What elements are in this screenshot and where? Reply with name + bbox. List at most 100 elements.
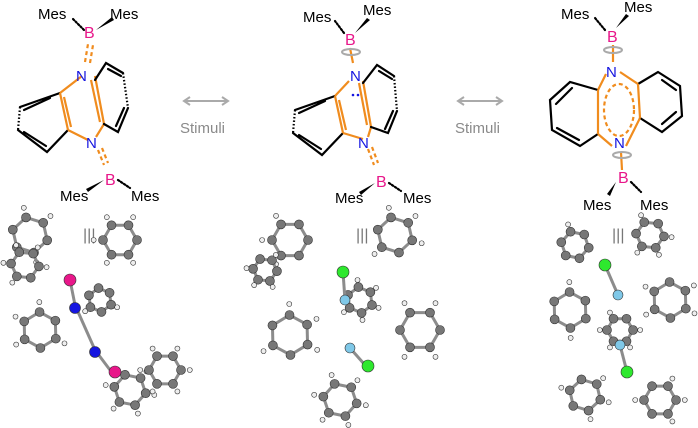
hydrogen-atom: [634, 249, 641, 256]
carbon-atom: [351, 398, 362, 409]
hydrogen-atom: [401, 354, 408, 360]
carbon-atom: [285, 350, 296, 360]
carbon-atom: [680, 303, 691, 314]
carbon-atom: [663, 409, 673, 419]
hydrogen-atom: [567, 335, 574, 341]
carbon-atom: [106, 220, 117, 231]
carbon-atom: [579, 229, 590, 240]
carbon-atom: [356, 308, 367, 318]
nitrogen-label: N: [614, 135, 625, 152]
rotation-icon: [603, 46, 623, 54]
carbon-atom: [93, 283, 104, 293]
hydrogen-atom: [565, 221, 571, 228]
hydrogen-atom: [259, 237, 265, 243]
hydrogen-atom: [359, 317, 366, 323]
carbon-atom: [403, 217, 414, 228]
hydrogen-atom: [386, 204, 392, 211]
carbon-atom: [84, 290, 94, 301]
nitrogen-atom: [614, 339, 626, 351]
carbon-atom: [21, 212, 31, 223]
carbon-atom: [663, 381, 673, 391]
carbon-atom: [268, 340, 278, 351]
carbon-atom: [639, 217, 650, 228]
hydrogen-atom: [668, 234, 675, 240]
hydrogen-atom: [273, 213, 279, 219]
boron-label: B: [607, 29, 618, 46]
carbon-atom: [267, 320, 278, 331]
mes-label: Mes: [335, 190, 363, 207]
carbon-atom: [135, 373, 146, 383]
carbon-atom: [12, 271, 22, 282]
carbon-atom: [580, 295, 591, 306]
carbon-atom: [353, 282, 364, 292]
carbon-atom: [152, 351, 162, 361]
carbon-atom: [405, 307, 415, 318]
hydrogen-atom: [681, 397, 688, 403]
carbon-atom: [671, 395, 681, 405]
carbon-atom: [580, 313, 591, 324]
carbon-atom: [576, 374, 587, 385]
carbon-atom: [34, 261, 44, 272]
mes-label: Mes: [110, 6, 138, 23]
carbon-atom: [565, 323, 576, 333]
carbon-atom: [25, 272, 36, 283]
structure-3: Mes Mes B N N B Mes Mes: [548, 0, 684, 214]
hydrogen-atom: [669, 375, 676, 382]
hydrogen-atom: [90, 237, 97, 243]
hydrogen-atom: [114, 304, 120, 311]
mes-label: Mes: [131, 188, 159, 205]
carbon-atom: [272, 266, 282, 276]
carbon-atom: [267, 235, 277, 245]
hydrogen-atom: [600, 375, 606, 381]
hydrogen-atom: [286, 301, 293, 307]
mes-label: Mes: [363, 2, 391, 19]
carbon-atom: [123, 220, 134, 231]
carbon-atom: [28, 248, 38, 259]
hydrogen-atom: [102, 382, 109, 388]
hydrogen-atom: [432, 300, 439, 306]
carbon-atom: [367, 300, 377, 310]
hydrogen-atom: [269, 284, 276, 290]
hydrogen-atom: [637, 327, 643, 333]
nitrogen-label: N: [358, 135, 369, 152]
boron-atom: [108, 365, 122, 379]
hydrogen-atom: [174, 345, 181, 352]
hydrogen-atom: [632, 397, 639, 403]
carbon-atom: [34, 307, 45, 317]
boron-atom: [63, 273, 77, 287]
carbon-atom: [565, 226, 576, 237]
nitrogen-atom: [89, 346, 101, 358]
boron-atom: [336, 265, 350, 279]
carbon-atom: [294, 219, 304, 230]
carbon-atom: [574, 253, 585, 264]
carbon-atom: [8, 224, 18, 235]
carbon-atom: [346, 382, 357, 393]
carbon-atom: [549, 296, 560, 307]
stimuli-arrow-1: Stimuli: [180, 96, 230, 137]
hydrogen-atom: [642, 283, 649, 290]
hydrogen-atom: [104, 260, 110, 266]
hydrogen-atom: [314, 347, 321, 353]
mes-label: Mes: [403, 190, 431, 207]
carbon-atom: [168, 379, 178, 389]
hydrogen-atom: [587, 416, 594, 422]
boron-label: B: [84, 25, 95, 42]
carbon-atom: [583, 405, 594, 416]
carbon-atom: [106, 299, 116, 310]
carbon-atom: [303, 235, 313, 245]
carbon-atom: [104, 287, 115, 298]
carbon-atom: [35, 343, 46, 353]
carbon-atom: [265, 276, 275, 286]
carbon-atom: [425, 307, 435, 318]
hydrogen-atom: [149, 345, 156, 352]
hydrogen-atom: [643, 311, 649, 318]
carbon-atom: [608, 313, 619, 324]
hydrogen-atom: [137, 367, 143, 373]
structure-1: Mes Mes B N N B Mes Mes: [16, 6, 159, 205]
hydrogen-atom: [691, 310, 698, 317]
carbon-atom: [42, 235, 52, 246]
boron-label: B: [105, 172, 116, 189]
carbon-atom: [152, 379, 162, 389]
hydrogen-atom: [607, 344, 613, 351]
hydrogen-atom: [36, 299, 43, 305]
